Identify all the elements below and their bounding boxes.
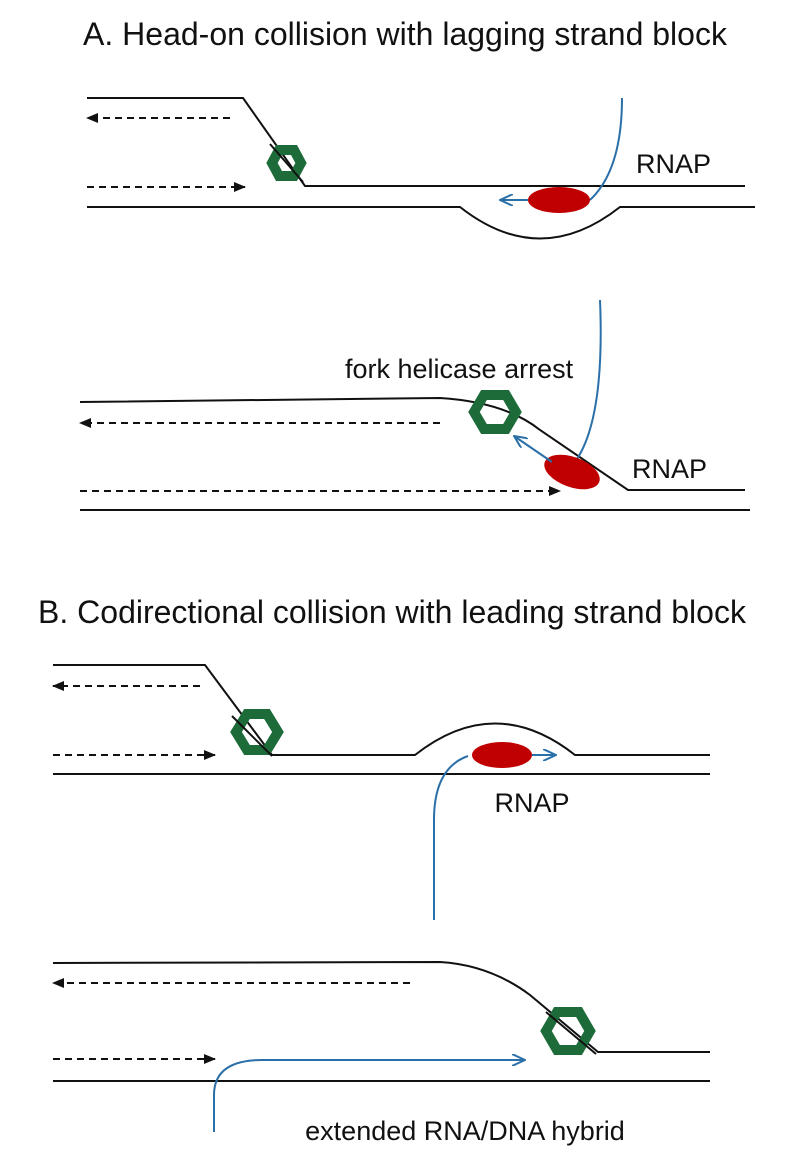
helicase-icon <box>540 1007 597 1055</box>
helicase-icon <box>230 709 284 757</box>
panel-b-title: B. Codirectional collision with leading … <box>38 594 747 630</box>
extended-rna-dna-hybrid-line <box>213 1060 525 1132</box>
panel-b-top-schematic: RNAP <box>52 664 710 920</box>
rnap-icon <box>528 187 590 213</box>
nascent-rna-transcript <box>589 97 623 201</box>
top-parental-strand <box>79 396 745 491</box>
top-rnap-label: RNAP <box>636 149 711 179</box>
helicase-icon <box>468 390 522 434</box>
panel-a-top-schematic: RNAP <box>86 97 755 240</box>
helicase-icon <box>266 143 307 183</box>
extended-hybrid-label: extended RNA/DNA hybrid <box>305 1116 625 1146</box>
bottom-parental-strand-with-bubble <box>87 206 755 240</box>
rnap-direction-arrow <box>514 436 553 463</box>
top-parental-strand-with-bubble <box>53 664 710 756</box>
panel-a-bottom-schematic: fork helicase arrest RNAP <box>79 299 750 511</box>
nascent-rna-transcript <box>574 299 602 463</box>
panel-b: B. Codirectional collision with leading … <box>38 594 747 1146</box>
fork-helicase-arrest-label: fork helicase arrest <box>345 354 574 384</box>
nascent-rna-transcript <box>433 755 469 920</box>
top-parental-strand <box>87 97 745 187</box>
panel-b-bottom-schematic: extended RNA/DNA hybrid <box>52 960 710 1146</box>
rnap-icon <box>472 742 532 768</box>
rnap-icon <box>544 454 600 490</box>
rnap-label: RNAP <box>494 788 569 818</box>
panel-a: A. Head-on collision with lagging strand… <box>79 16 755 511</box>
bottom-rnap-label: RNAP <box>632 454 707 484</box>
top-parental-strand <box>52 960 710 1053</box>
panel-a-title: A. Head-on collision with lagging strand… <box>83 16 728 52</box>
